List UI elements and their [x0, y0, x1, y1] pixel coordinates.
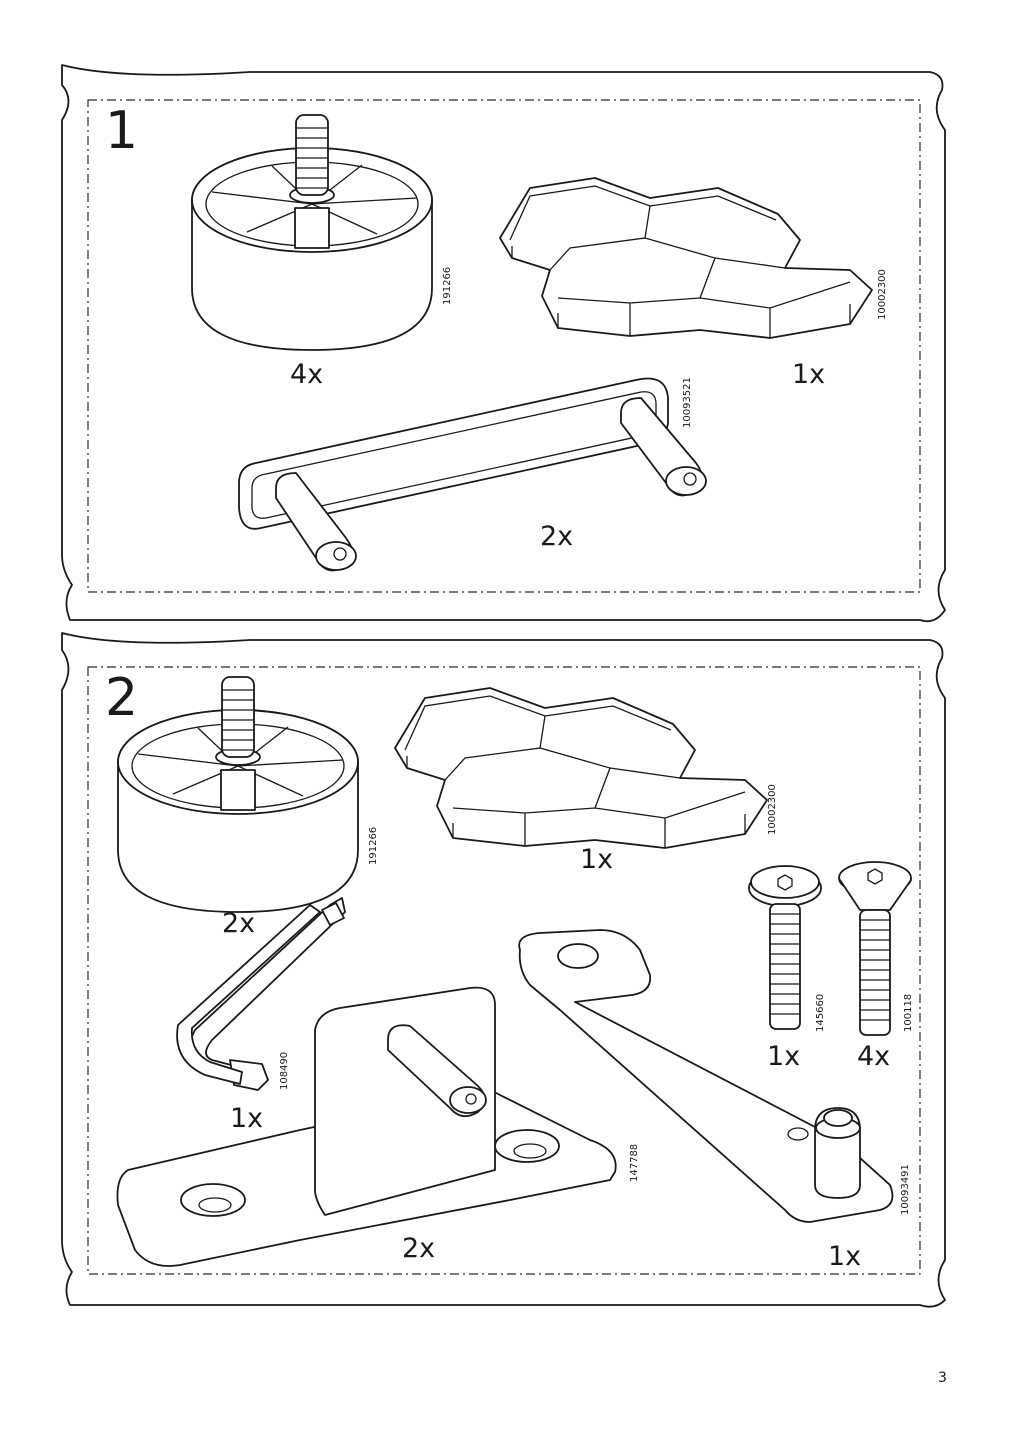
quantity-label: 1x: [792, 359, 825, 390]
quantity-label: 1x: [767, 1041, 800, 1072]
quantity-label: 1x: [230, 1103, 263, 1134]
part-code: 145660: [815, 994, 826, 1032]
quantity-label: 1x: [580, 844, 613, 875]
quantity-label: 2x: [402, 1233, 435, 1264]
part-code: 108490: [279, 1052, 290, 1090]
part-code: 10002300: [767, 784, 778, 835]
part-code: 10093491: [900, 1164, 911, 1215]
page-number: 3: [938, 1370, 947, 1386]
quantity-label: 1x: [828, 1241, 861, 1272]
part-code: 191266: [442, 267, 453, 305]
part-code: 10002300: [877, 269, 888, 320]
part-code: 100118: [903, 994, 914, 1032]
panel-2: 2 191266 2x 10002300 1x 108490 1x 147: [61, 632, 946, 1308]
part-code: 10093521: [682, 377, 693, 428]
flat-bracket-part: [518, 929, 894, 1223]
part-code: 191266: [368, 827, 379, 865]
quantity-label: 2x: [540, 521, 573, 552]
quantity-label: 4x: [857, 1041, 890, 1072]
panel-2-dashed-border: [87, 666, 921, 1275]
step-number: 1: [105, 101, 138, 161]
step-number: 2: [105, 668, 138, 728]
part-code: 147788: [629, 1144, 640, 1182]
quantity-label: 4x: [290, 359, 323, 390]
panel-1-frame: [61, 64, 946, 623]
panel-1: 1 191266 4x 10002300 1x 10093521 2x: [61, 64, 946, 623]
quantity-label: 2x: [222, 908, 255, 939]
panel-1-dashed-border: [87, 99, 921, 593]
allen-key-part: [176, 897, 346, 1091]
l-bracket-part: [116, 986, 617, 1267]
